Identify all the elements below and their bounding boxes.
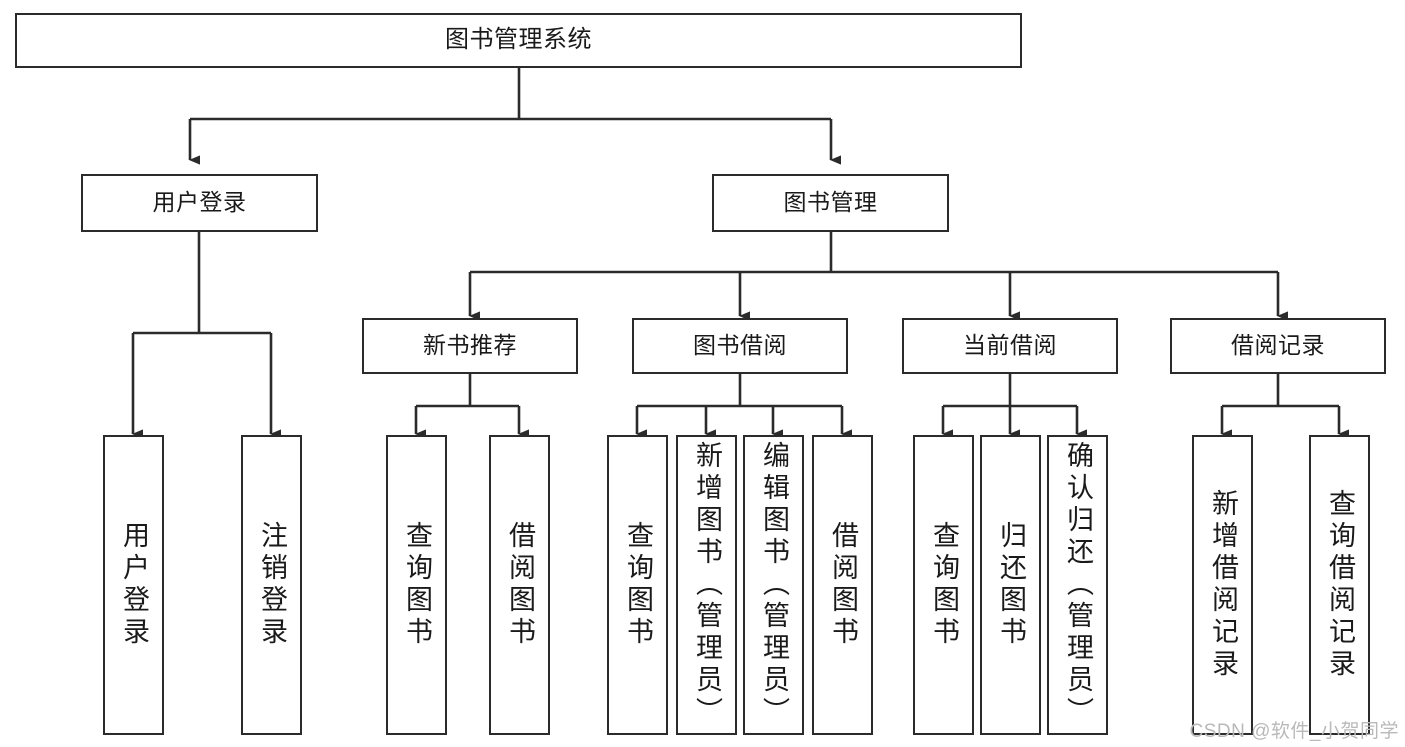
node-label: 借阅图书 bbox=[505, 521, 535, 649]
node-root-book-management-system[interactable]: 图书管理系统 bbox=[15, 13, 1022, 68]
node-label: 归还图书 bbox=[996, 521, 1026, 649]
node-label: 图书管理 bbox=[783, 189, 878, 216]
node-label: 新增图书（管理员） bbox=[692, 441, 722, 729]
node-label: 图书管理系统 bbox=[445, 26, 592, 54]
node-label: 编辑图书（管理员） bbox=[759, 441, 789, 729]
leaf-current-query-book[interactable]: 查询图书 bbox=[913, 435, 974, 735]
node-label: 查询图书 bbox=[623, 521, 653, 649]
leaf-current-return-book[interactable]: 归还图书 bbox=[980, 435, 1041, 735]
leaf-borrow-borrow-book[interactable]: 借阅图书 bbox=[812, 435, 873, 735]
node-label: 新增借阅记录 bbox=[1208, 489, 1238, 681]
leaf-recommend-query-book[interactable]: 查询图书 bbox=[386, 435, 447, 735]
node-current-borrow[interactable]: 当前借阅 bbox=[902, 318, 1118, 374]
node-label: 图书借阅 bbox=[693, 332, 787, 359]
leaf-recommend-borrow-book[interactable]: 借阅图书 bbox=[489, 435, 550, 735]
leaf-records-query-record[interactable]: 查询借阅记录 bbox=[1309, 435, 1370, 735]
leaf-borrow-query-book[interactable]: 查询图书 bbox=[607, 435, 668, 735]
leaf-records-add-record[interactable]: 新增借阅记录 bbox=[1192, 435, 1253, 735]
node-new-book-recommendation[interactable]: 新书推荐 bbox=[362, 318, 578, 374]
node-user-login[interactable]: 用户登录 bbox=[81, 174, 318, 232]
node-label: 查询图书 bbox=[402, 521, 432, 649]
node-book-borrow[interactable]: 图书借阅 bbox=[632, 318, 848, 374]
node-label: 用户登录 bbox=[152, 189, 247, 216]
node-borrow-records[interactable]: 借阅记录 bbox=[1170, 318, 1386, 374]
node-label: 注销登录 bbox=[257, 521, 287, 649]
node-label: 当前借阅 bbox=[963, 332, 1057, 359]
node-label: 用户登录 bbox=[119, 521, 149, 649]
leaf-user-login-login[interactable]: 用户登录 bbox=[103, 435, 164, 735]
watermark-text: CSDN @软件_小贺同学 bbox=[1189, 721, 1399, 742]
leaf-borrow-edit-book-admin[interactable]: 编辑图书（管理员） bbox=[743, 435, 804, 735]
node-label: 确认归还（管理员） bbox=[1063, 441, 1093, 729]
node-book-management[interactable]: 图书管理 bbox=[712, 174, 949, 232]
node-label: 借阅图书 bbox=[828, 521, 858, 649]
node-label: 新书推荐 bbox=[423, 332, 517, 359]
leaf-user-login-logout[interactable]: 注销登录 bbox=[241, 435, 302, 735]
leaf-current-confirm-return-admin[interactable]: 确认归还（管理员） bbox=[1047, 435, 1108, 735]
node-label: 查询借阅记录 bbox=[1325, 489, 1355, 681]
leaf-borrow-add-book-admin[interactable]: 新增图书（管理员） bbox=[676, 435, 737, 735]
node-label: 查询图书 bbox=[929, 521, 959, 649]
node-label: 借阅记录 bbox=[1231, 332, 1325, 359]
